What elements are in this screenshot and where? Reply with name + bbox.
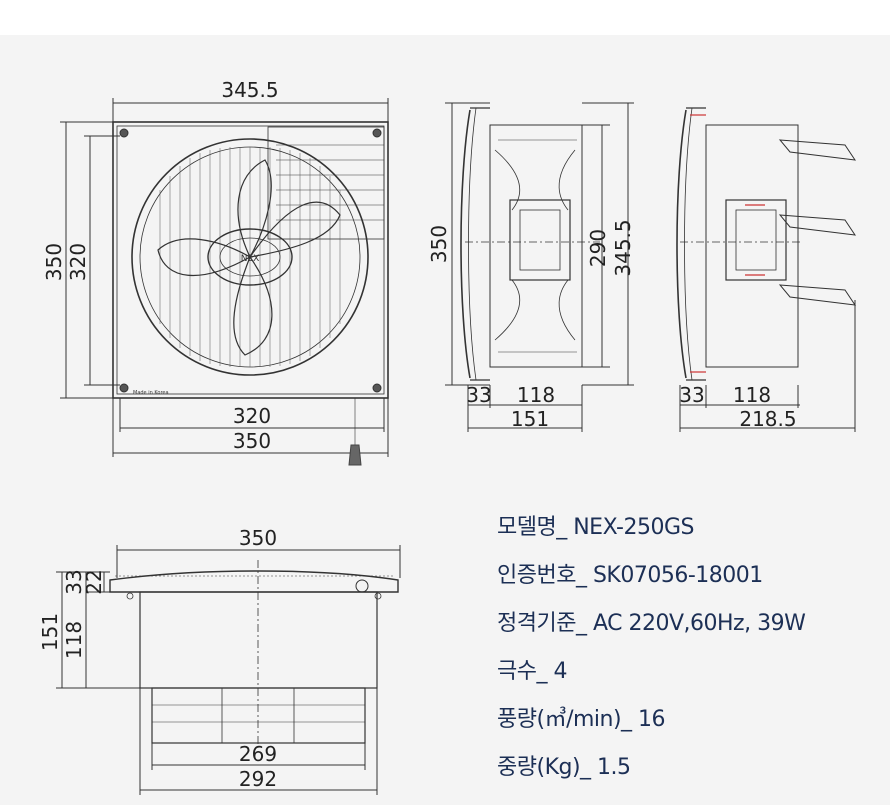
spec-list: 모델명_ NEX-250GS 인증번호_ SK07056-18001 정격기준_… [497,513,887,801]
spec-certification: 인증번호_ SK07056-18001 [497,563,763,588]
spec-rating: 정격기준_ AC 220V,60Hz, 39W [497,611,806,636]
dim-side-b-118: 118 [733,383,771,407]
dim-front-width-inner: 320 [233,404,271,428]
bottom-view [56,545,401,795]
front-view [60,98,389,466]
brand-logo: NEX [241,254,260,264]
dim-side-a-118: 118 [517,383,555,407]
made-in-label: Made in Korea [133,390,169,396]
drawing-panel [0,35,890,805]
dim-side-a-height: 350 [427,225,451,263]
dim-front-top: 345.5 [221,78,278,102]
dim-front-height-outer: 350 [42,243,66,281]
spec-weight: 중량(Kg)_ 1.5 [497,755,631,780]
dim-side-a-151: 151 [511,407,549,431]
spec-airflow: 풍량(㎥/min)_ 16 [497,707,666,732]
dim-bottom-151: 151 [38,613,62,651]
dim-side-a-outer: 345.5 [611,219,635,276]
dim-bottom-118: 118 [62,621,86,659]
dim-bottom-269: 269 [239,742,277,766]
dim-side-a-inner: 290 [586,229,610,267]
dim-bottom-22: 22 [82,569,106,594]
dim-side-a-33: 33 [466,383,491,407]
side-view-a [445,102,634,432]
dim-side-b-33: 33 [679,383,704,407]
dim-bottom-33: 33 [62,569,86,594]
dim-front-width-outer: 350 [233,429,271,453]
dim-bottom-width: 350 [239,526,277,550]
dim-front-height-inner: 320 [66,243,90,281]
side-view-b [676,107,857,432]
dim-side-b-218: 218.5 [739,407,796,431]
spec-model: 모델명_ NEX-250GS [497,515,695,540]
dim-bottom-292: 292 [239,767,277,791]
spec-poles: 극수_ 4 [497,659,567,684]
